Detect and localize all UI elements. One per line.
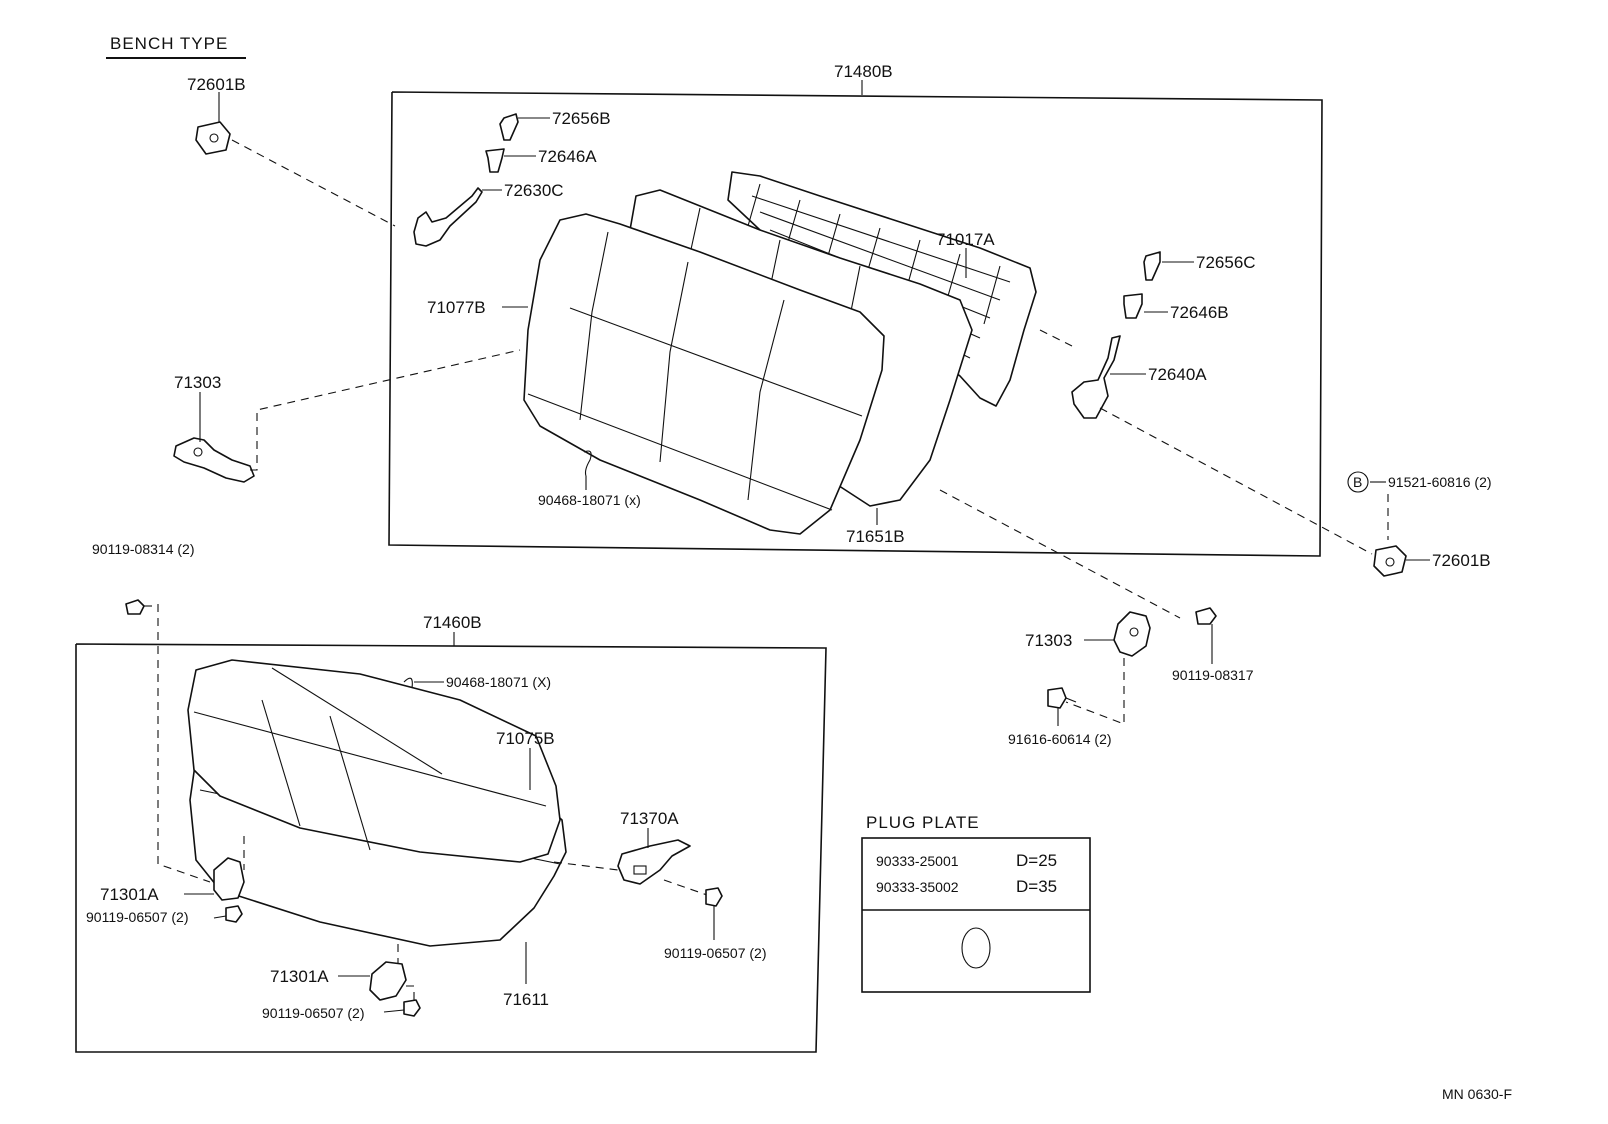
- seatback-group-box: [388, 91, 1323, 557]
- callout-b-icon: [1347, 471, 1369, 493]
- pin-upper-left: 72656B: [499, 109, 611, 141]
- diagram-code: MN 0630-F: [1442, 1086, 1512, 1102]
- bracket-left-icon: [173, 437, 255, 483]
- callout-b-letter: B: [1353, 474, 1362, 490]
- bolt-right-bracket: 90119-08317: [1172, 607, 1254, 683]
- cushion-cover: 71075B: [187, 659, 561, 863]
- cushion-group: 71460B: [75, 613, 827, 1053]
- hinge-plate-icon: [195, 121, 231, 155]
- cover-outline-icon: [523, 213, 885, 535]
- hinge-right-label: 72601B: [1432, 551, 1491, 570]
- seatback-cover: 71077B: [427, 213, 885, 535]
- lock-rod-right: 72640A: [1039, 329, 1207, 419]
- seatback-group: 71480B: [388, 62, 1323, 557]
- cushion-cover-seam-icon: [193, 667, 547, 851]
- plug-plate-disc-icon: [961, 927, 991, 969]
- lock-rod-right-icon: [1071, 335, 1121, 419]
- leader-rod-hinge: [1099, 407, 1373, 555]
- plug-plate-row-1-size: D=25: [1016, 851, 1057, 870]
- plug-plate-row-2-size: D=35: [1016, 877, 1057, 896]
- plug-plate-row-1-part: 90333-25001: [876, 853, 959, 869]
- bolt-cushion-center-label: 90119-06507 (2): [262, 1005, 364, 1021]
- bolt-cushion-right-label: 90119-06507 (2): [664, 945, 766, 961]
- hinge-right-icon: [1373, 545, 1407, 577]
- bolt-left-top: 90119-08314 (2): [92, 541, 211, 883]
- cushion-hook-icon: [617, 839, 691, 885]
- bushing-icon: [485, 148, 505, 173]
- cushion-group-box: [75, 643, 827, 1053]
- hog-ring-cushion-label: 90468-18071 (X): [446, 674, 551, 690]
- bolt-lower-right-icon: [1047, 687, 1067, 709]
- seatback-cover-label: 71077B: [427, 298, 486, 317]
- hog-ring-back: 90468-18071 (x): [538, 450, 641, 508]
- seatback-frame-label: 71017A: [936, 230, 995, 249]
- plug-plate-box: [861, 837, 1091, 993]
- bolt-right-bracket-label: 90119-08317: [1172, 667, 1254, 683]
- cushion-group-label: 71460B: [423, 613, 482, 632]
- bolt-lower-right: 91616-60614 (2): [1008, 687, 1112, 747]
- bracket-right-label: 71303: [1025, 631, 1072, 650]
- cushion-pad-label: 71611: [503, 990, 549, 1009]
- pin-right: 72656C: [1143, 251, 1256, 281]
- hog-ring-cushion: 90468-18071 (X): [401, 674, 551, 693]
- hog-ring-back-label: 90468-18071 (x): [538, 492, 641, 508]
- pin-right-icon: [1143, 251, 1161, 281]
- leader-seatback-bracket: [939, 489, 1181, 619]
- pin-right-label: 72656C: [1196, 253, 1256, 272]
- cushion-hook-label: 71370A: [620, 809, 679, 828]
- cushion-hook: 71370A: [553, 809, 711, 897]
- pin-upper-left-label: 72656B: [552, 109, 611, 128]
- header-title: BENCH TYPE: [110, 34, 228, 53]
- bracket-cushion-center-icon: [369, 961, 407, 1001]
- seatback-group-label: 71480B: [834, 62, 893, 81]
- bolt-left-top-label: 90119-08314 (2): [92, 541, 194, 557]
- bolt-cushion-center: 90119-06507 (2): [262, 999, 421, 1021]
- bracket-right-icon: [1113, 611, 1151, 657]
- bolt-cushion-left-icon: [225, 905, 243, 923]
- hinge-right: 72601B: [1373, 545, 1491, 577]
- bolt-cushion-left: 90119-06507 (2): [86, 905, 243, 925]
- bolt-lower-right-label: 91616-60614 (2): [1008, 731, 1112, 747]
- bracket-cushion-center-label: 71301A: [270, 967, 329, 986]
- cushion-cover-label: 71075B: [496, 729, 555, 748]
- bracket-right: 71303: [1025, 611, 1151, 725]
- lock-rod-left: 72630C: [413, 181, 564, 247]
- bracket-left-label: 71303: [174, 373, 221, 392]
- hinge-top-left-label: 72601B: [187, 75, 246, 94]
- cushion-cover-icon: [187, 659, 561, 863]
- bolt-right-bracket-icon: [1195, 607, 1217, 625]
- plug-plate-title: PLUG PLATE: [866, 813, 980, 832]
- lock-rod-left-label: 72630C: [504, 181, 564, 200]
- bolt-cushion-right-icon: [705, 887, 723, 907]
- hog-ring-back-icon: [583, 450, 592, 477]
- bushing-right: 72646B: [1123, 293, 1229, 322]
- bracket-cushion-left: 71301A: [100, 836, 245, 904]
- bushing-upper-left: 72646A: [485, 147, 597, 173]
- lock-rod-right-label: 72640A: [1148, 365, 1207, 384]
- hinge-hole-icon: [209, 133, 219, 143]
- bolt-cushion-left-label: 90119-06507 (2): [86, 909, 188, 925]
- bracket-cushion-center: 71301A: [270, 944, 415, 1002]
- bolt-b-label: 91521-60816 (2): [1388, 474, 1492, 490]
- plug-plate: PLUG PLATE 90333-25001 D=25 90333-35002 …: [861, 813, 1091, 993]
- plug-plate-row-2-part: 90333-35002: [876, 879, 959, 895]
- lock-rod-icon: [413, 187, 483, 247]
- pin-icon: [499, 113, 519, 141]
- bolt-icon: [125, 599, 145, 615]
- bracket-left: 71303: [173, 349, 521, 483]
- seatback-pad-label: 71651B: [846, 527, 905, 546]
- bushing-right-icon: [1123, 293, 1143, 319]
- bushing-right-label: 72646B: [1170, 303, 1229, 322]
- bolt-cushion-right: 90119-06507 (2): [664, 887, 766, 961]
- bolt-b: B 91521-60816 (2): [1347, 471, 1492, 540]
- hinge-top-left: 72601B: [187, 75, 396, 227]
- cover-seam-icon: [527, 231, 863, 511]
- bracket-cushion-left-icon: [213, 857, 245, 901]
- bracket-cushion-left-label: 71301A: [100, 885, 159, 904]
- bolt-cushion-center-icon: [403, 999, 421, 1017]
- bushing-upper-left-label: 72646A: [538, 147, 597, 166]
